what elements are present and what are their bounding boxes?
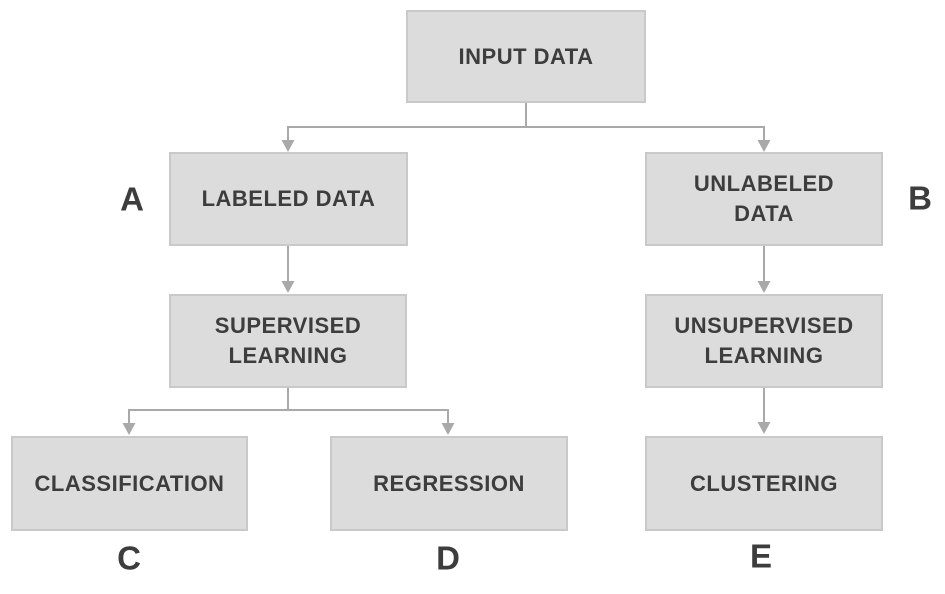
node-classification: CLASSIFICATION bbox=[11, 436, 248, 531]
arrowhead-to-classification bbox=[122, 423, 136, 435]
node-input-data: INPUT DATA bbox=[406, 10, 646, 103]
arrowhead-to-supervised bbox=[281, 281, 295, 293]
arrowhead-to-unsupervised bbox=[757, 281, 771, 293]
connector-input-branch-rail bbox=[287, 126, 765, 141]
arrowhead-to-labeled-data bbox=[281, 140, 295, 152]
arrowhead-to-clustering bbox=[757, 422, 771, 434]
arrowhead-to-regression bbox=[441, 423, 455, 435]
connector-supervised-branch-rail bbox=[128, 409, 449, 424]
side-label-e: E bbox=[749, 537, 773, 575]
side-label-b: B bbox=[908, 179, 932, 217]
node-unsupervised-learning: UNSUPERVISED LEARNING bbox=[645, 294, 883, 388]
node-regression: REGRESSION bbox=[330, 436, 568, 531]
node-unlabeled-data: UNLABELED DATA bbox=[645, 152, 883, 246]
node-clustering: CLUSTERING bbox=[645, 436, 883, 531]
side-label-c: C bbox=[117, 539, 141, 577]
arrowhead-to-unlabeled-data bbox=[757, 140, 771, 152]
node-supervised-learning: SUPERVISED LEARNING bbox=[169, 294, 407, 388]
side-label-d: D bbox=[436, 539, 460, 577]
side-label-a: A bbox=[120, 180, 144, 218]
node-labeled-data: LABELED DATA bbox=[169, 152, 408, 246]
